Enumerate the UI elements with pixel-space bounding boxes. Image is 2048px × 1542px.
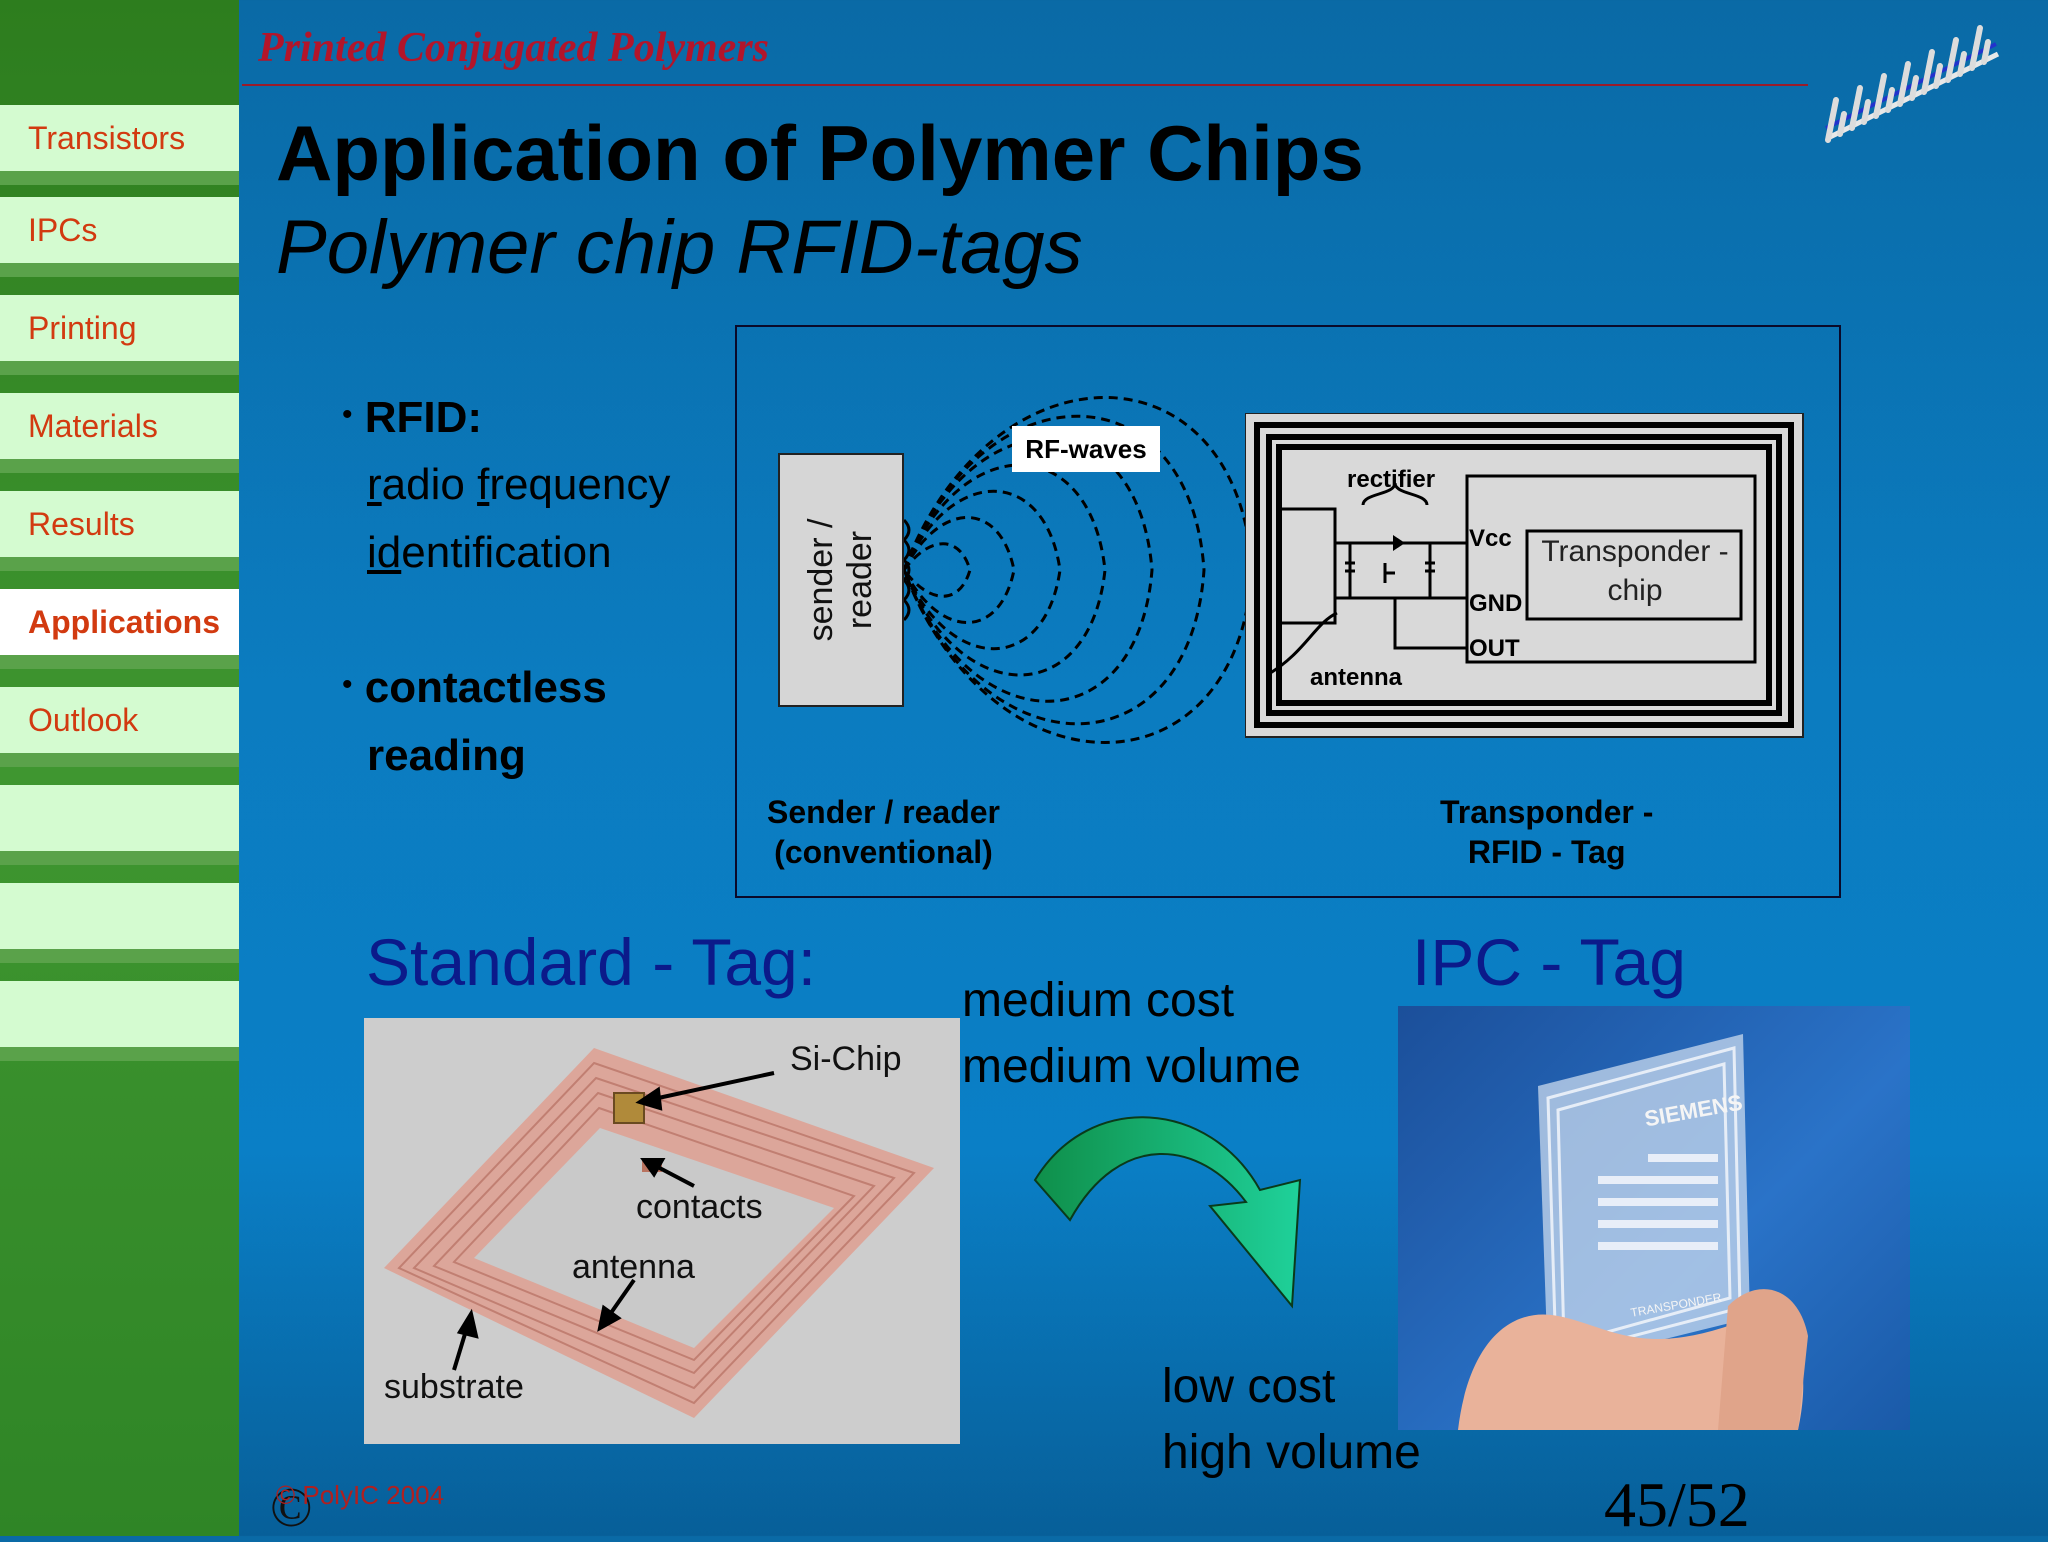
gnd-label: GND bbox=[1469, 590, 1523, 617]
rfid-diagram-frame bbox=[735, 325, 1841, 898]
reader-label-line1: sender / bbox=[801, 518, 840, 642]
header-divider bbox=[242, 84, 1808, 86]
medium-volume-text: medium volume bbox=[962, 1040, 1301, 1094]
transponder-schematic bbox=[1245, 413, 1804, 738]
medium-cost-volume: medium cost medium volume bbox=[962, 968, 1301, 1100]
text-requency: requency bbox=[489, 460, 671, 509]
ipc-tag-photo: SIEMENS TRANSPONDER bbox=[1398, 1006, 1910, 1430]
bullet-rfid-line1: radio frequency bbox=[367, 460, 670, 510]
transition-arrow-icon bbox=[1033, 1116, 1302, 1309]
nav-item-applications[interactable]: Applications bbox=[0, 589, 239, 669]
medium-cost-text: medium cost bbox=[962, 974, 1235, 1027]
sender-reader-label: sender / reader bbox=[802, 519, 880, 642]
standard-tag-photo bbox=[364, 1018, 960, 1444]
copyright-symbol-icon: © bbox=[270, 1477, 313, 1539]
standard-tag-heading: Standard - Tag: bbox=[366, 925, 817, 999]
standard-tag-illustration bbox=[364, 1018, 960, 1444]
bullet-rfid: • RFID: bbox=[342, 393, 483, 442]
sidebar: Transistors IPCs Printing Materials Resu… bbox=[0, 0, 239, 1536]
high-volume-text: high volume bbox=[1162, 1426, 1421, 1480]
caption-transponder-tag: Transponder - RFID - Tag bbox=[1440, 792, 1653, 872]
slide-title: Application of Polymer Chips bbox=[276, 109, 1364, 197]
slide-subtitle: Polymer chip RFID-tags bbox=[276, 205, 1083, 290]
caption-left-line1: Sender / reader bbox=[767, 794, 1000, 830]
contacts-label: contacts bbox=[636, 1188, 763, 1226]
vcc-label: Vcc bbox=[1469, 525, 1512, 552]
caption-right-line2: RFID - Tag bbox=[1467, 834, 1626, 870]
text-entification: entification bbox=[401, 528, 612, 577]
transponder-chip-label: Transponder - chip bbox=[1541, 535, 1729, 607]
reader-label-line2: reader bbox=[841, 530, 879, 630]
text-adio: adio bbox=[381, 460, 478, 509]
underlined-letter-f: f bbox=[477, 460, 490, 509]
polymer-chain-logo bbox=[1825, 25, 2000, 143]
bullet-contactless-line2: reading bbox=[367, 731, 526, 780]
out-label: OUT bbox=[1469, 635, 1520, 662]
bullet-contactless: • contactless bbox=[342, 663, 607, 712]
low-cost-volume: low cost high volume bbox=[1162, 1354, 1421, 1486]
antenna-label-photo: antenna bbox=[572, 1248, 695, 1286]
caption-right-line1: Transponder - bbox=[1440, 794, 1654, 830]
page-number: 45/52 bbox=[1604, 1469, 1750, 1540]
nav-item-empty-2[interactable] bbox=[0, 883, 239, 963]
nav-item-materials[interactable]: Materials bbox=[0, 393, 239, 473]
nav-item-empty-1[interactable] bbox=[0, 785, 239, 865]
low-cost-text: low cost bbox=[1162, 1360, 1336, 1413]
bullet-rfid-line2: identification bbox=[367, 528, 612, 578]
rectifier-label: rectifier bbox=[1347, 466, 1436, 493]
underlined-letters-id: id bbox=[367, 528, 402, 577]
substrate-label: substrate bbox=[384, 1368, 524, 1406]
rf-waves-label: RF-waves bbox=[1012, 426, 1160, 472]
si-chip-label: Si-Chip bbox=[790, 1040, 902, 1078]
antenna-label-diagram: antenna bbox=[1310, 664, 1403, 691]
sender-reader-box bbox=[778, 453, 904, 707]
copyright-text: © PolyIC 2004 bbox=[276, 1480, 445, 1510]
nav-item-results[interactable]: Results bbox=[0, 491, 239, 571]
ipc-tag-heading: IPC - Tag bbox=[1412, 925, 1686, 999]
nav-item-printing[interactable]: Printing bbox=[0, 295, 239, 375]
underlined-letter-r: r bbox=[367, 460, 382, 509]
ipc-tag-illustration bbox=[1458, 1034, 1808, 1430]
header-title: Printed Conjugated Polymers bbox=[258, 25, 770, 71]
nav-item-outlook[interactable]: Outlook bbox=[0, 687, 239, 767]
caption-left-line2: (conventional) bbox=[774, 834, 993, 870]
nav-item-empty-3[interactable] bbox=[0, 981, 239, 1061]
nav-item-ipcs[interactable]: IPCs bbox=[0, 197, 239, 277]
caption-sender-reader: Sender / reader (conventional) bbox=[767, 792, 1000, 872]
bullet-contactless-line1: contactless bbox=[364, 663, 607, 712]
bullet-rfid-heading: RFID: bbox=[364, 393, 483, 442]
nav-item-transistors[interactable]: Transistors bbox=[0, 105, 239, 185]
